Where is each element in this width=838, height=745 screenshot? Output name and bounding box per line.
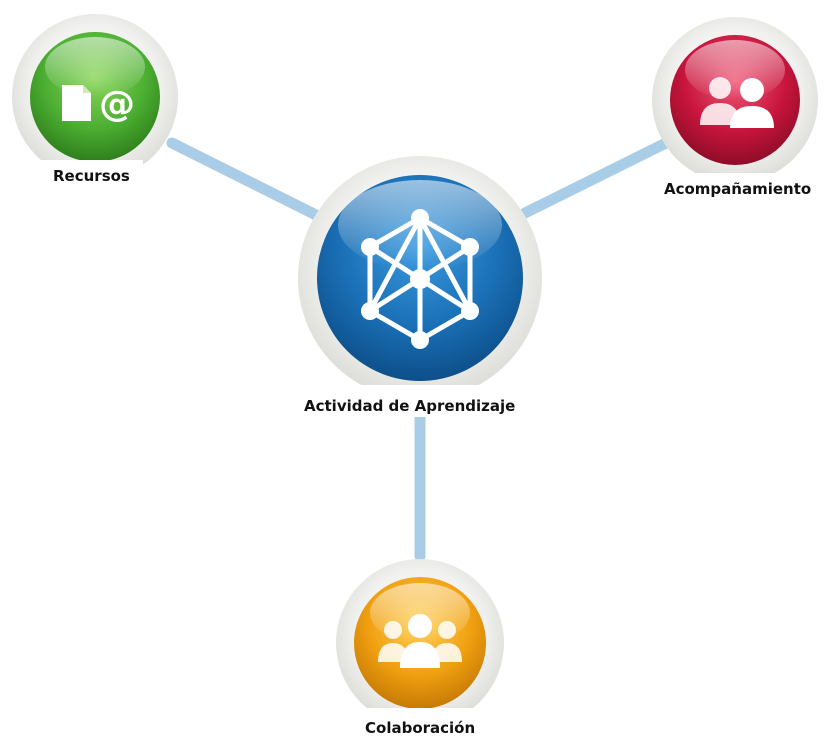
node-colaboracion[interactable]: Colaboración	[336, 559, 504, 740]
node-label: Recursos	[53, 167, 130, 185]
label-box	[348, 708, 493, 740]
node-actividad-de-aprendizaje[interactable]: Actividad de Aprendizaje	[288, 156, 550, 417]
node-recursos[interactable]: @ Recursos	[12, 14, 178, 188]
document-at-icon: @	[62, 84, 135, 125]
two-people-icon	[700, 77, 774, 128]
node-acompanamiento[interactable]: Acompañamiento	[648, 17, 828, 201]
node-label: Acompañamiento	[664, 180, 811, 198]
connector-recursos	[166, 137, 336, 228]
label-box	[288, 385, 550, 417]
label-box	[648, 173, 828, 201]
network-cube-icon	[361, 209, 479, 349]
node-label: Actividad de Aprendizaje	[304, 397, 515, 415]
group-icon	[378, 614, 462, 668]
svg-text:@: @	[99, 84, 135, 125]
node-label: Colaboración	[365, 719, 475, 737]
connectors	[166, 134, 678, 562]
node-gloss	[45, 37, 145, 97]
node-gloss	[685, 40, 785, 100]
connector-acompanamiento	[519, 134, 678, 219]
label-box	[38, 160, 143, 188]
